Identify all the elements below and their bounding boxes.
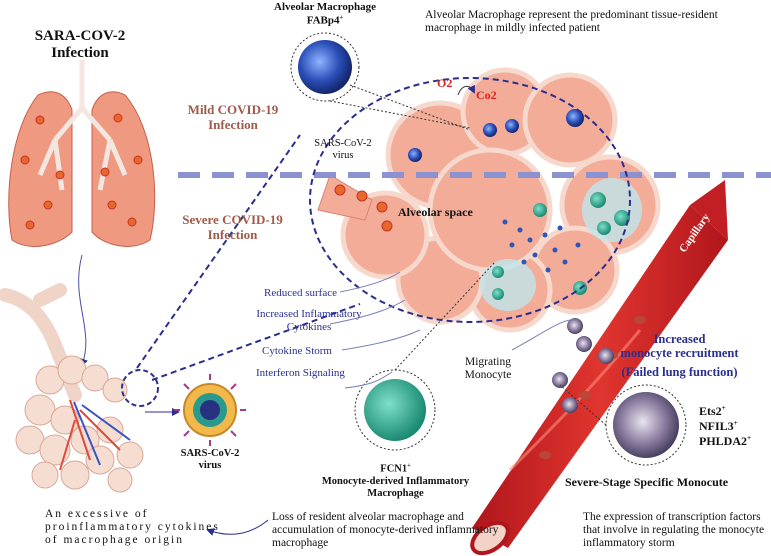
o2-label: O2: [437, 76, 453, 90]
recruitment-line3: (Failed lung function): [621, 364, 738, 379]
severe-monocyte-label: Severe-Stage Specific Monocute: [565, 475, 729, 489]
effect-cytokine-storm: Cytokine Storm: [262, 345, 332, 357]
effect-cytokines: Increased Inflammatory Cytokines: [256, 308, 362, 333]
infection-title: SARA-COV-2 Infection: [20, 28, 140, 63]
virus-illustration: [145, 374, 246, 446]
mild-stage-label: Mild COVID-19 Infection: [187, 102, 279, 132]
gene-nfil3-sup: +: [733, 418, 738, 427]
gene-ets2-sup: +: [721, 404, 726, 412]
severe-monocyte-inset: [559, 384, 687, 466]
fcn1-macrophage-inset: [354, 261, 496, 451]
virus-label-bottom: SARS-CoV-2 virus: [180, 448, 240, 472]
alveolar-macrophage-note: Alveolar Macrophage represent the predom…: [425, 9, 718, 35]
alveolar-macrophage-inset: [290, 32, 471, 131]
recruitment-line2: monocyte recruitment: [620, 346, 739, 361]
bottom-right-caption: The expression of transcription factors …: [583, 511, 765, 550]
gene-nfil3: NFIL3: [699, 418, 734, 433]
gene-phlda2-sup: +: [747, 433, 752, 442]
fabp4-sup: +: [339, 13, 344, 21]
migrating-monocyte-label: Migrating Monocyte: [464, 356, 512, 382]
alveolar-macrophage-title: Alveolar Macrophage: [274, 1, 376, 13]
capillary-vessel: [470, 180, 728, 556]
severe-stage-label: Severe COVID-19 Infection: [182, 212, 283, 242]
gene-list: Ets2+ NFIL3+ PHLDA2+: [699, 404, 751, 448]
fcn1-marker: FCN1: [380, 463, 408, 475]
alveoli-cluster: [317, 67, 661, 333]
effect-interferon: Interferon Signaling: [256, 367, 345, 379]
gene-phlda2: PHLDA2: [699, 433, 747, 448]
alveolar-space-label: Alveolar space: [398, 205, 473, 219]
recruitment-label: Increased monocyte recruitment (Failed l…: [587, 332, 771, 379]
fabp4-marker: FABp4: [306, 14, 340, 27]
recruitment-line1: Increased: [653, 332, 706, 346]
infection-title-line2: Infection: [51, 45, 109, 62]
zoom-circle: [309, 77, 631, 323]
fcn1-label: FCN1+ Monocyte-derived Inflammatory Macr…: [318, 462, 473, 500]
gene-ets2: Ets2: [699, 404, 722, 418]
co2-label: Co2: [476, 88, 497, 102]
virus-label-top: SARS-CoV-2 virus: [314, 138, 372, 162]
bottom-left-caption: An excessive of proinflammatory cytokine…: [45, 508, 220, 547]
effect-reduced-surface: Reduced surface: [264, 287, 337, 299]
bronchiole-illustration: [0, 283, 144, 493]
alveolar-macrophage-label: Alveolar Macrophage FABp4+: [260, 1, 390, 27]
bottom-middle-caption: Loss of resident alveolar macrophage and…: [272, 511, 499, 550]
fcn1-name: Monocyte-derived Inflammatory Macrophage: [321, 475, 470, 499]
lungs-illustration: [8, 60, 156, 247]
fcn1-sup: +: [407, 462, 411, 469]
infection-title-line1: SARA-COV-2: [34, 28, 126, 44]
